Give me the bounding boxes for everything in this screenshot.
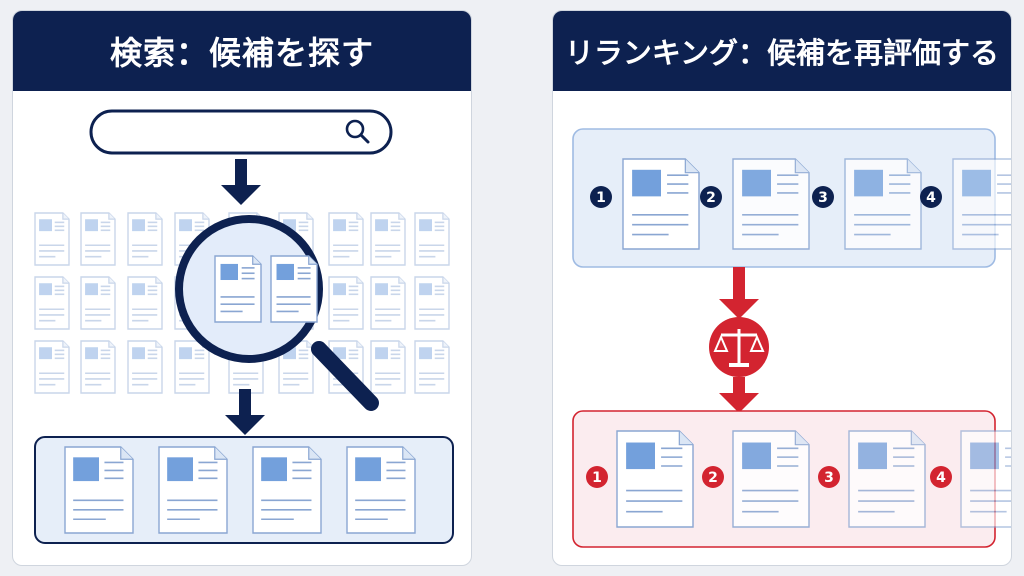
rerank-diagram: 1 2 3 4 1 2 3 4 — [572, 128, 1011, 548]
arrow-down-icon — [719, 377, 759, 413]
rank-badge: 4 — [930, 466, 952, 488]
svg-text:2: 2 — [706, 190, 716, 206]
rank-badge: 1 — [586, 466, 608, 488]
reranked-document — [848, 430, 926, 528]
search-icon — [345, 119, 370, 144]
svg-text:3: 3 — [824, 470, 834, 486]
result-document — [346, 446, 416, 534]
rank-badge: 2 — [700, 186, 722, 208]
candidate-document — [80, 276, 116, 330]
rank-badge: 4 — [920, 186, 942, 208]
rank-badge: 1 — [590, 186, 612, 208]
result-document — [158, 446, 228, 534]
reranked-document — [616, 430, 694, 528]
rank-badge: 2 — [702, 466, 724, 488]
candidate-document — [127, 276, 163, 330]
search-panel: 検索：候補を探す — [12, 10, 472, 566]
candidate-document — [414, 276, 450, 330]
candidate-document — [414, 340, 450, 394]
selected-document — [214, 255, 262, 323]
candidate-document — [34, 212, 70, 266]
candidate-document — [370, 340, 406, 394]
search-panel-title: 検索：候補を探す — [13, 11, 471, 91]
candidate-document — [278, 340, 314, 394]
candidate-document — [127, 340, 163, 394]
svg-text:1: 1 — [596, 190, 606, 206]
candidate-document — [174, 340, 210, 394]
svg-text:2: 2 — [708, 470, 718, 486]
selected-document — [270, 255, 318, 323]
reranked-document — [732, 430, 810, 528]
candidate-document — [370, 212, 406, 266]
initial-document — [952, 158, 1011, 250]
arrow-down-icon — [225, 389, 265, 435]
rerank-panel-title: リランキング：候補を再評価する — [553, 11, 1011, 91]
candidate-document — [328, 276, 364, 330]
search-diagram — [34, 109, 454, 544]
initial-document — [844, 158, 922, 250]
candidate-document — [370, 276, 406, 330]
initial-document — [622, 158, 700, 250]
rank-badge: 3 — [812, 186, 834, 208]
initial-document — [732, 158, 810, 250]
result-document — [252, 446, 322, 534]
candidate-document — [34, 340, 70, 394]
candidate-document — [80, 340, 116, 394]
result-document — [64, 446, 134, 534]
candidate-document — [80, 212, 116, 266]
reranked-document — [960, 430, 1011, 528]
svg-text:4: 4 — [936, 470, 946, 486]
svg-text:4: 4 — [926, 190, 936, 206]
arrow-down-icon — [221, 159, 261, 205]
arrow-down-icon — [719, 267, 759, 319]
svg-text:1: 1 — [592, 470, 602, 486]
svg-text:3: 3 — [818, 190, 828, 206]
candidate-document — [414, 212, 450, 266]
scales-icon — [709, 317, 769, 377]
candidate-document — [328, 212, 364, 266]
candidate-document — [34, 276, 70, 330]
rerank-panel: リランキング：候補を再評価する 1 2 3 4 1 2 3 4 — [552, 10, 1012, 566]
search-bar — [89, 109, 393, 155]
rank-badge: 3 — [818, 466, 840, 488]
candidate-document — [127, 212, 163, 266]
